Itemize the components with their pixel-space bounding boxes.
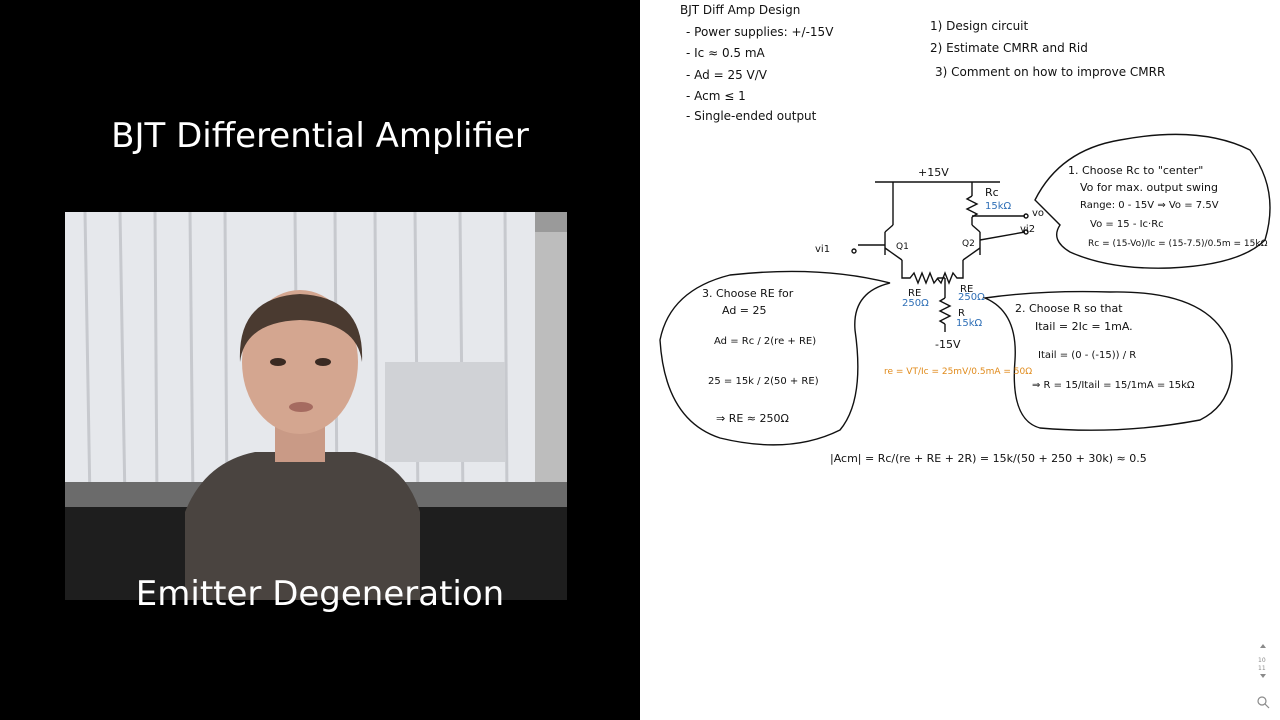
bubble1-line-5: Rc = (15-Vo)/Ic = (15-7.5)/0.5m = 15kΩ [1088,239,1268,249]
re-left-label: RE [908,288,921,299]
re-right-value: 250Ω [958,292,985,303]
presenter-video-frame [65,212,567,600]
page-controls-graphic: 10 11 [1257,644,1270,709]
bubble3-line-3: Ad = Rc / 2(re + RE) [714,336,816,347]
page-total: 11 [1258,665,1266,672]
spec-3: - Ad = 25 V/V [686,68,768,82]
bubble3-line-2: Ad = 25 [722,304,767,317]
vi1-label: vi1 [815,244,830,255]
vplus-label: +15V [918,166,949,179]
bubble1-line-4: Vo = 15 - Ic·Rc [1090,219,1164,230]
spec-4: - Acm ≤ 1 [686,89,746,103]
page-controls: 10 11 [1252,644,1274,714]
presenter-video [65,212,567,600]
bubble-1 [1034,133,1271,269]
rc-label: Rc [985,186,999,199]
q1-label: Q1 [896,242,909,252]
spec-5: - Single-ended output [686,109,817,123]
notes-panel: BJT Diff Amp Design - Power supplies: +/… [640,0,1280,720]
page-down-icon [1260,674,1266,678]
acm-equation: |Acm| = Rc/(re + RE + 2R) = 15k/(50 + 25… [830,452,1147,465]
re-left-value: 250Ω [902,298,929,309]
slide-subtitle: Emitter Degeneration [135,574,505,614]
r-value: 15kΩ [956,318,983,329]
bubble2-line-2: Itail = 2Ic = 1mA. [1035,320,1133,333]
page-current: 10 [1258,657,1266,664]
bubble-3 [659,270,891,446]
slide-title: BJT Differential Amplifier [111,116,529,156]
vminus-label: -15V [935,338,961,351]
bubble3-line-1: 3. Choose RE for [702,287,794,300]
re-right-label: RE [960,284,973,295]
bubble1-line-2: Vo for max. output swing [1080,181,1218,194]
circuit-diagram [851,181,1029,332]
page-up-icon [1260,644,1266,648]
bubble3-line-4: 25 = 15k / 2(50 + RE) [708,376,819,387]
vo-label: vo [1032,208,1044,219]
bubble1-line-3: Range: 0 - 15V ⇒ Vo = 7.5V [1080,200,1219,211]
bubble2-line-3: Itail = (0 - (-15)) / R [1038,350,1136,361]
re-equation: re = VT/Ic = 25mV/0.5mA = 50Ω [884,367,1032,377]
r-label: R [958,308,965,319]
bubble2-line-4: ⇒ R = 15/Itail = 15/1mA = 15kΩ [1032,380,1195,391]
task-1: 1) Design circuit [930,19,1029,33]
rc-value: 15kΩ [985,201,1012,212]
task-2: 2) Estimate CMRR and Rid [930,41,1088,55]
handwritten-notes: BJT Diff Amp Design - Power supplies: +/… [659,3,1271,465]
bubble-2 [982,290,1233,431]
bubble2-line-1: 2. Choose R so that [1015,302,1123,315]
task-3: 3) Comment on how to improve CMRR [935,65,1165,79]
zoom-icon[interactable] [1257,696,1267,706]
q2-label: Q2 [962,239,975,249]
bubble3-line-5: ⇒ RE ≈ 250Ω [716,412,789,425]
presenter-panel: BJT Differential Amplifier [65,116,567,614]
bubble1-line-1: 1. Choose Rc to "center" [1068,164,1203,177]
spec-1: - Power supplies: +/-15V [686,25,834,39]
notes-heading: BJT Diff Amp Design [680,3,800,17]
vi2-label: vi2 [1020,224,1035,235]
spec-2: - Ic ≈ 0.5 mA [686,46,766,60]
